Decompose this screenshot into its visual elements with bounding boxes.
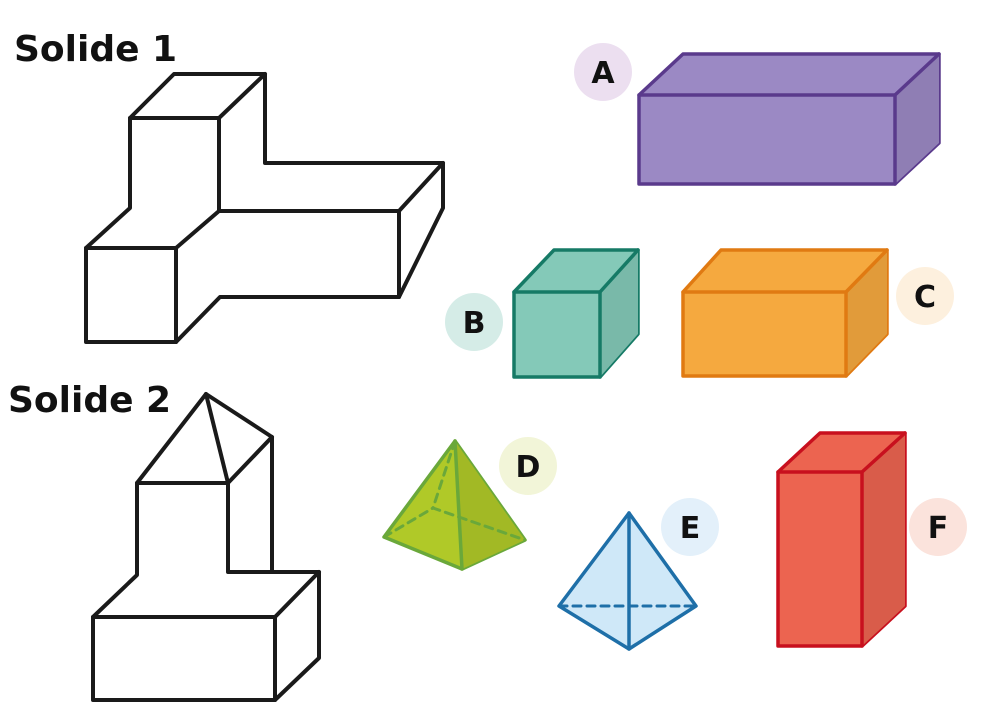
- shape-d: D: [382, 437, 557, 571]
- badge-e: [661, 498, 719, 556]
- badge-a: [574, 43, 632, 101]
- shape-e: E: [557, 498, 719, 651]
- label-f: F: [928, 511, 949, 546]
- badge-f: [909, 498, 967, 556]
- shape-c: C: [681, 248, 954, 378]
- shape-f: F: [776, 431, 967, 648]
- label-e: E: [680, 511, 701, 546]
- label-a: A: [591, 56, 615, 91]
- badge-d: [499, 437, 557, 495]
- label-d: D: [516, 450, 541, 485]
- label-c: C: [914, 280, 936, 315]
- solid-1-title: Solide 1: [14, 29, 177, 70]
- solid-1-drawing: [84, 72, 445, 344]
- solid-2-drawing: [91, 392, 321, 702]
- shape-b: B: [445, 248, 640, 379]
- label-b: B: [463, 306, 486, 341]
- shape-a: A: [574, 43, 941, 186]
- solid-2-title: Solide 2: [8, 380, 171, 421]
- badge-b: [445, 293, 503, 351]
- badge-c: [896, 267, 954, 325]
